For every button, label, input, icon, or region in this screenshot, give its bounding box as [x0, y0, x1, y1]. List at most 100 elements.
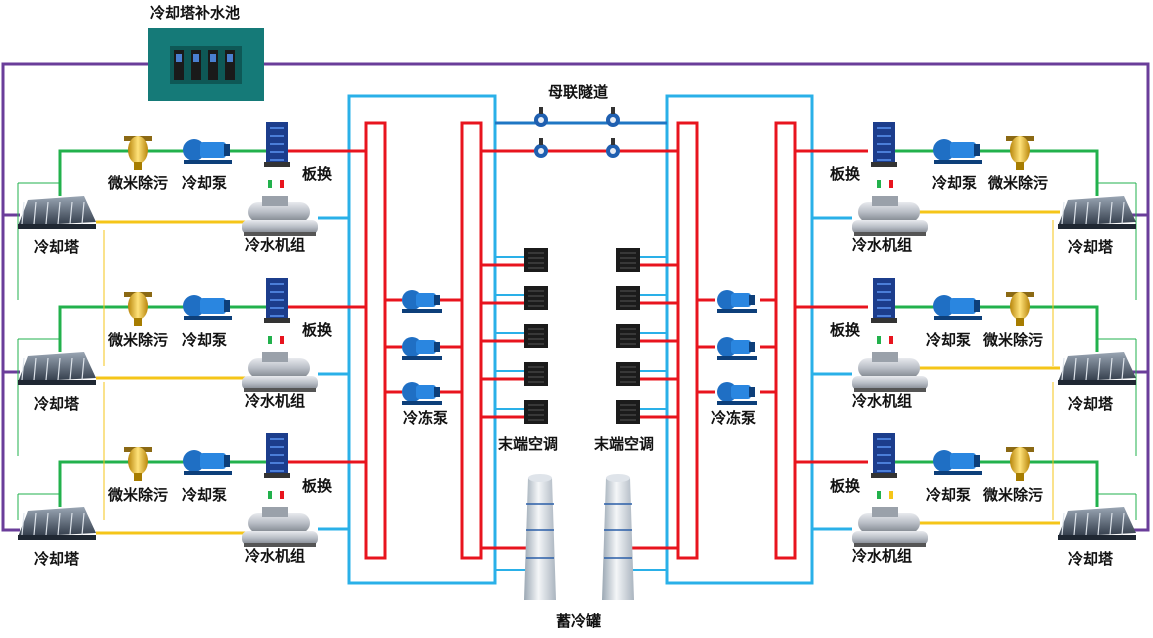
- cooling-pump-label: 冷却泵: [926, 331, 972, 349]
- terminal-ac-icon: [616, 362, 640, 386]
- status-dots: [877, 336, 893, 344]
- micron-filter-icon: [1006, 447, 1034, 481]
- plate-hx-label: 板换: [302, 477, 333, 495]
- chilled-pump-icon: [717, 290, 757, 313]
- pump-unit-icon: [176, 54, 182, 62]
- chiller-icon: [242, 507, 318, 547]
- chilled-pump-label: 冷冻泵: [403, 409, 449, 427]
- micron-filter-icon: [124, 136, 152, 170]
- pump-unit-icon: [225, 50, 235, 80]
- plate-hx-label: 板换: [302, 165, 333, 183]
- pool-label: 冷却塔补水池: [150, 4, 241, 22]
- micron-filter-label: 微米除污: [988, 174, 1049, 192]
- status-dots: [877, 180, 893, 188]
- status-dot: [889, 336, 893, 344]
- cooling-pump-label: 冷却泵: [182, 331, 228, 349]
- header-right-inner: [676, 121, 699, 560]
- pump-unit-icon: [191, 50, 201, 80]
- terminal-ac-icon: [524, 362, 548, 386]
- status-dots: [877, 491, 893, 499]
- terminal-ac-icon: [524, 248, 548, 272]
- cooling-pump-icon: [933, 450, 982, 475]
- chilled-pump-icon: [402, 290, 442, 313]
- cooling-tower-icon: [18, 352, 96, 385]
- valve-icon: [606, 138, 620, 158]
- equipment-layer: [18, 28, 1136, 600]
- makeup-pool: [148, 28, 264, 101]
- plate-hx-label: 板换: [830, 165, 861, 183]
- chilled-pump-icon: [717, 337, 757, 360]
- chiller-label: 冷水机组: [852, 236, 913, 254]
- valve-icon: [534, 138, 548, 158]
- tunnel-label: 母联隧道: [548, 83, 609, 101]
- status-dot: [889, 491, 893, 499]
- cooling-pump-label: 冷却泵: [926, 486, 972, 504]
- plate-hx-icon: [264, 278, 290, 323]
- header-left-outer: [364, 121, 387, 560]
- chiller-icon: [852, 196, 928, 236]
- storage-tank-icon: [524, 474, 556, 600]
- plate-hx-icon: [264, 122, 290, 167]
- terminal-ac-icon: [616, 400, 640, 424]
- pump-unit-icon: [174, 50, 184, 80]
- status-dots: [268, 336, 284, 344]
- storage-tank-icon: [602, 474, 634, 600]
- cooling-tower-icon: [18, 507, 96, 540]
- cooling-tower-label: 冷却塔: [1068, 395, 1114, 413]
- terminal-ac-icon: [524, 286, 548, 310]
- status-dot: [280, 180, 284, 188]
- cooling-tower-icon: [18, 196, 96, 229]
- header-left-inner: [460, 121, 483, 560]
- chiller-label: 冷水机组: [852, 392, 913, 410]
- cooling-tower-icon: [1058, 507, 1136, 540]
- chilled-loop-left: [347, 94, 497, 585]
- makeup-water-pipe: [264, 62, 1150, 532]
- micron-filter-icon: [1006, 136, 1034, 170]
- pump-unit-icon: [227, 54, 233, 62]
- pipe-network: [1, 62, 1150, 585]
- plate-hx-label: 板换: [830, 477, 861, 495]
- micron-filter-label: 微米除污: [108, 174, 169, 192]
- cooling-tower-icon: [1058, 352, 1136, 385]
- status-dots: [268, 180, 284, 188]
- cooling-tower-label: 冷却塔: [1068, 238, 1114, 256]
- chiller-icon: [242, 352, 318, 392]
- status-dot: [280, 491, 284, 499]
- pump-unit-icon: [208, 50, 218, 80]
- cooling-tower-label: 冷却塔: [34, 550, 80, 568]
- chiller-icon: [242, 196, 318, 236]
- cooling-tower-label: 冷却塔: [34, 238, 80, 256]
- valve-icon: [606, 107, 620, 127]
- plate-hx-icon: [871, 122, 897, 167]
- chilled-pump-icon: [402, 337, 442, 360]
- status-dot: [889, 180, 893, 188]
- cooling-pump-label: 冷却泵: [182, 486, 228, 504]
- chiller-label: 冷水机组: [245, 392, 306, 410]
- micron-filter-label: 微米除污: [983, 331, 1044, 349]
- cooling-pump-label: 冷却泵: [932, 174, 978, 192]
- pump-unit-icon: [193, 54, 199, 62]
- makeup-water-pipe: [1, 62, 148, 532]
- status-dots: [268, 491, 284, 499]
- plate-hx-label: 板换: [830, 321, 861, 339]
- plate-hx-icon: [871, 433, 897, 478]
- status-dot: [268, 336, 272, 344]
- plate-hx-icon: [264, 433, 290, 478]
- chiller-icon: [852, 507, 928, 547]
- plate-hx-icon: [871, 278, 897, 323]
- chiller-icon: [852, 352, 928, 392]
- status-dot: [877, 491, 881, 499]
- chiller-label: 冷水机组: [245, 236, 306, 254]
- micron-filter-label: 微米除污: [108, 486, 169, 504]
- chilled-pump-icon: [402, 382, 442, 405]
- valve-icon: [534, 107, 548, 127]
- storage-tank-label: 蓄冷罐: [556, 612, 602, 630]
- micron-filter-icon: [124, 447, 152, 481]
- micron-filter-label: 微米除污: [983, 486, 1044, 504]
- micron-filter-icon: [1006, 292, 1034, 326]
- chiller-label: 冷水机组: [852, 547, 913, 565]
- chiller-label: 冷水机组: [245, 547, 306, 565]
- cooling-pump-icon: [183, 139, 232, 164]
- cooling-tower-label: 冷却塔: [34, 395, 80, 413]
- terminal-ac-icon: [616, 248, 640, 272]
